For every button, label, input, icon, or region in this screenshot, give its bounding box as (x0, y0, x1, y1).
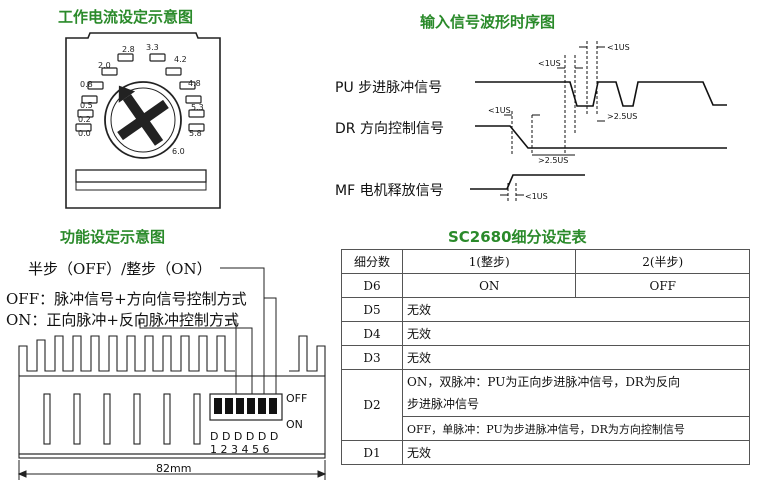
timing-label: <1US (607, 43, 630, 52)
table-row: D4 无效 (341, 321, 750, 346)
row-label: D5 (341, 297, 403, 322)
table-header-row: 细分数 1(整步) 2(半步) (341, 249, 750, 274)
title-waveform: 输入信号波形时序图 (420, 13, 556, 31)
subdivision-table: 细分数 1(整步) 2(半步) D6 ON OFF D5 无效 D4 无效 D3… (341, 249, 750, 465)
table-row: D6 ON OFF (341, 273, 750, 298)
table-cell: OFF，单脉冲：PU为步进脉冲信号，DR为方向控制信号 (402, 416, 750, 441)
row-label: D3 (341, 345, 403, 370)
pu-waveform (475, 81, 727, 107)
table-cell: 无效 (402, 297, 750, 322)
table-cell: ON (401, 273, 577, 298)
switch-off-label: OFF (286, 392, 307, 405)
dip-switch-2[interactable] (225, 398, 233, 414)
dip-switch-6[interactable] (269, 398, 277, 414)
dip-switch-4[interactable] (247, 398, 255, 414)
timing-label: <1US (488, 106, 511, 115)
dial-arrow-icon (117, 85, 169, 146)
dial-label: 5.8 (189, 129, 202, 138)
timing-label: <1US (538, 59, 561, 68)
timing-label: >2.5US (607, 112, 637, 121)
on-description: ON：正向脉冲+反向脉冲控制方式 (6, 311, 239, 329)
switch-on-label: ON (286, 418, 303, 431)
signal-label-mf: MF 电机释放信号 (335, 183, 444, 199)
dial-label: 4.8 (188, 79, 201, 88)
dial-label: 4.2 (174, 55, 187, 64)
width-dimension: 82mm (156, 462, 191, 475)
table-header-cell: 2(半步) (575, 249, 750, 274)
table-row: D3 无效 (341, 345, 750, 370)
dial-label: 5.3 (191, 103, 204, 112)
table-cell: 无效 (402, 345, 750, 370)
switch-letters: D D D D D D (210, 430, 278, 443)
table-row: OFF，单脉冲：PU为步进脉冲信号，DR为方向控制信号 (342, 416, 750, 441)
table-header-cell: 1(整步) (401, 249, 577, 274)
d2-on-line1: ON，双脉冲：PU为正向步进脉冲信号，DR为反向 (407, 375, 680, 389)
table-cell: ON，双脉冲：PU为正向步进脉冲信号，DR为反向 步进脉冲信号 (402, 369, 750, 417)
table-row: D5 无效 (341, 297, 750, 322)
timing-label: <1US (525, 192, 548, 201)
dial-label: 2.0 (98, 61, 111, 70)
title-function-setting: 功能设定示意图 (60, 228, 166, 246)
title-subdivision-table: SC2680细分设定表 (448, 228, 587, 246)
table-row: D1 无效 (341, 440, 750, 465)
table-cell: 无效 (402, 440, 750, 465)
off-description: OFF：脉冲信号+方向信号控制方式 (6, 290, 247, 308)
mf-waveform (470, 174, 585, 190)
d2-on-line2: 步进脉冲信号 (407, 397, 480, 411)
table-cell: 无效 (402, 321, 750, 346)
signal-label-pu: PU 步进脉冲信号 (335, 80, 442, 96)
dip-switch-1[interactable] (214, 398, 222, 414)
dial-label: 0.0 (78, 129, 91, 138)
table-row: D2 ON，双脉冲：PU为正向步进脉冲信号，DR为反向 步进脉冲信号 (341, 369, 750, 441)
dip-switch-3[interactable] (236, 398, 244, 414)
dial-label: 0.8 (80, 80, 93, 89)
row-label: D4 (341, 321, 403, 346)
mode-label: 半步（OFF）/整步（ON） (28, 260, 212, 278)
dial-label: 0.2 (78, 115, 91, 124)
dial-label: 3.3 (146, 43, 159, 52)
heatsink-diagram: OFF ON D D D D D D 1 2 3 4 5 6 82mm (17, 267, 327, 480)
row-label: D6 (341, 273, 403, 298)
table-cell: OFF (575, 273, 750, 298)
dial-label: 0.5 (80, 101, 93, 110)
timing-label: >2.5US (538, 156, 568, 165)
signal-label-dr: DR 方向控制信号 (335, 121, 444, 137)
waveform-diagram: PU 步进脉冲信号 DR 方向控制信号 MF 电机释放信号 <1US <1US … (335, 41, 727, 203)
dr-waveform (475, 125, 727, 149)
current-dial-diagram: 0.0 0.2 0.5 0.8 2.0 2.8 3.3 4.2 4.8 5.3 … (65, 32, 221, 209)
switch-numbers: 1 2 3 4 5 6 (210, 443, 269, 456)
dial-knob (104, 81, 182, 159)
dial-label: 2.8 (122, 45, 135, 54)
dial-label: 6.0 (172, 147, 185, 156)
row-label: D2 (341, 369, 403, 441)
title-current-setting: 工作电流设定示意图 (58, 8, 194, 26)
row-label: D1 (341, 440, 403, 465)
table-header-cell: 细分数 (341, 249, 403, 274)
dip-switch-5[interactable] (258, 398, 266, 414)
